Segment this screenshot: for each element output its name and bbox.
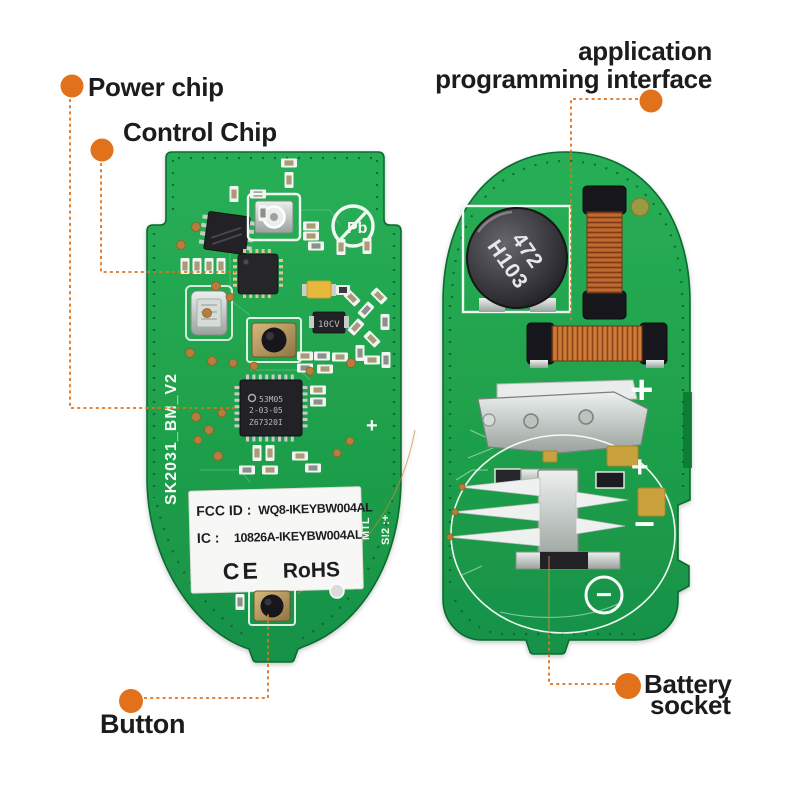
left-pcb: Pb (146, 151, 416, 663)
api-label-line1: application (578, 36, 712, 66)
gold-pad-2 (637, 487, 666, 517)
gold-pad-1 (606, 445, 639, 467)
tact-switch-bottom (248, 586, 296, 626)
minus-mark-mid: − (634, 503, 655, 544)
fcc-label: FCC ID : WQ8-IKEYBW004AL IC : 10826A-IKE… (188, 486, 373, 594)
qfp-marking-3: Z67320I (249, 418, 283, 427)
right-pcb: 472 H103 (442, 151, 692, 655)
api-dot (639, 89, 663, 113)
plus-mark-top: + (630, 368, 653, 412)
fcc-prefix: FCC ID : (196, 502, 252, 519)
sot23-marking: 10CV (318, 320, 340, 330)
coil-horizontal (526, 322, 668, 368)
qfp-marking-2: 2-03-05 (249, 406, 283, 415)
qfp-main-chip: 53M05 2-03-05 Z67320I (234, 374, 308, 442)
battery-contacts (446, 468, 629, 570)
qfn-control-chip (233, 249, 283, 298)
power-chip-dot (60, 74, 84, 98)
side-text-mtl: MTL (360, 517, 372, 540)
power-chip-label: Power chip (88, 72, 224, 102)
power-inductor: 472 H103 (461, 204, 572, 314)
battery-label-line2: socket (650, 690, 731, 720)
tantalum-capacitor (302, 280, 336, 299)
fcc-value: WQ8-IKEYBW004AL (258, 500, 373, 517)
crystal-oscillator (185, 285, 233, 341)
annotation-layer: Power chip Control Chip application prog… (60, 36, 733, 739)
left-plus-mark: + (366, 415, 378, 437)
rohs-mark: RoHS (283, 558, 341, 582)
minus-circled-text: − (596, 579, 612, 610)
board-id-text: SK2031_BM_V2 (163, 373, 180, 505)
qfp-marking-1: 53M05 (259, 395, 283, 404)
battery-label-line1: Battery (644, 669, 732, 699)
side-text-s12: S!2 :+ (380, 515, 392, 545)
ce-mark: CE (222, 557, 261, 584)
screw-dot (329, 583, 345, 599)
button-label: Button (100, 709, 185, 739)
gold-pad-3 (542, 450, 558, 463)
control-chip-callout-line (100, 163, 236, 273)
ic-prefix: IC : (197, 529, 220, 546)
ic-value: 10826A-IKEYBW004AL (234, 528, 363, 545)
battery-clip (477, 379, 649, 454)
battery-socket-dot (615, 673, 641, 699)
sot23-transistor: 10CV (309, 311, 349, 334)
pb-free-icon: Pb (331, 204, 375, 248)
tact-switch-middle (246, 317, 302, 363)
soic8-chip (198, 211, 256, 255)
api-label-line2: programming interface (435, 64, 712, 94)
plus-mark-mid: + (631, 451, 649, 484)
button-callout-line (144, 612, 269, 699)
button-dot (119, 689, 143, 713)
pb-free-text: Pb (347, 220, 368, 237)
coil-vertical (582, 185, 650, 320)
control-chip-dot (90, 138, 114, 162)
control-chip-label: Control Chip (123, 117, 277, 147)
minus-circled: − (584, 575, 624, 615)
